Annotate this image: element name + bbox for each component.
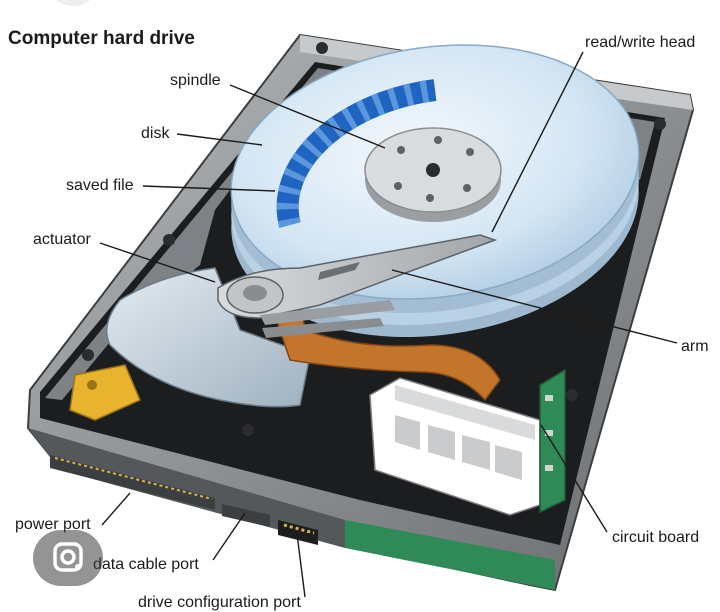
label-power-port: power port <box>15 516 91 533</box>
leader-lines <box>99 51 678 598</box>
label-disk: disk <box>141 125 170 142</box>
ribbon-cable <box>274 298 501 402</box>
top-decoration <box>50 0 96 6</box>
pcb-edge <box>345 520 555 590</box>
lens-glyph <box>53 542 83 572</box>
label-spindle: spindle <box>170 72 221 89</box>
screw <box>316 42 328 54</box>
magnet <box>69 364 141 421</box>
label-read-write-head: read/write head <box>585 34 696 51</box>
label-arm: arm <box>681 338 709 355</box>
label-saved-file: saved file <box>66 177 134 194</box>
screw <box>654 118 666 130</box>
screw <box>242 424 254 436</box>
google-lens-icon[interactable] <box>33 530 103 586</box>
label-drive-configuration-port: drive configuration port <box>138 594 301 611</box>
saved-file-track <box>276 79 437 228</box>
diagram-title: Computer hard drive <box>8 28 195 49</box>
actuator-arm <box>217 234 498 338</box>
spindle <box>364 127 502 222</box>
screw <box>163 234 175 246</box>
screw <box>82 349 94 361</box>
label-actuator: actuator <box>33 231 91 248</box>
circuit-board <box>539 368 566 514</box>
actuator-assembly <box>69 267 311 421</box>
label-circuit-board: circuit board <box>612 529 700 546</box>
screw <box>566 389 578 401</box>
rear-ports <box>50 455 318 545</box>
label-data-cable-port: data cable port <box>93 556 199 573</box>
